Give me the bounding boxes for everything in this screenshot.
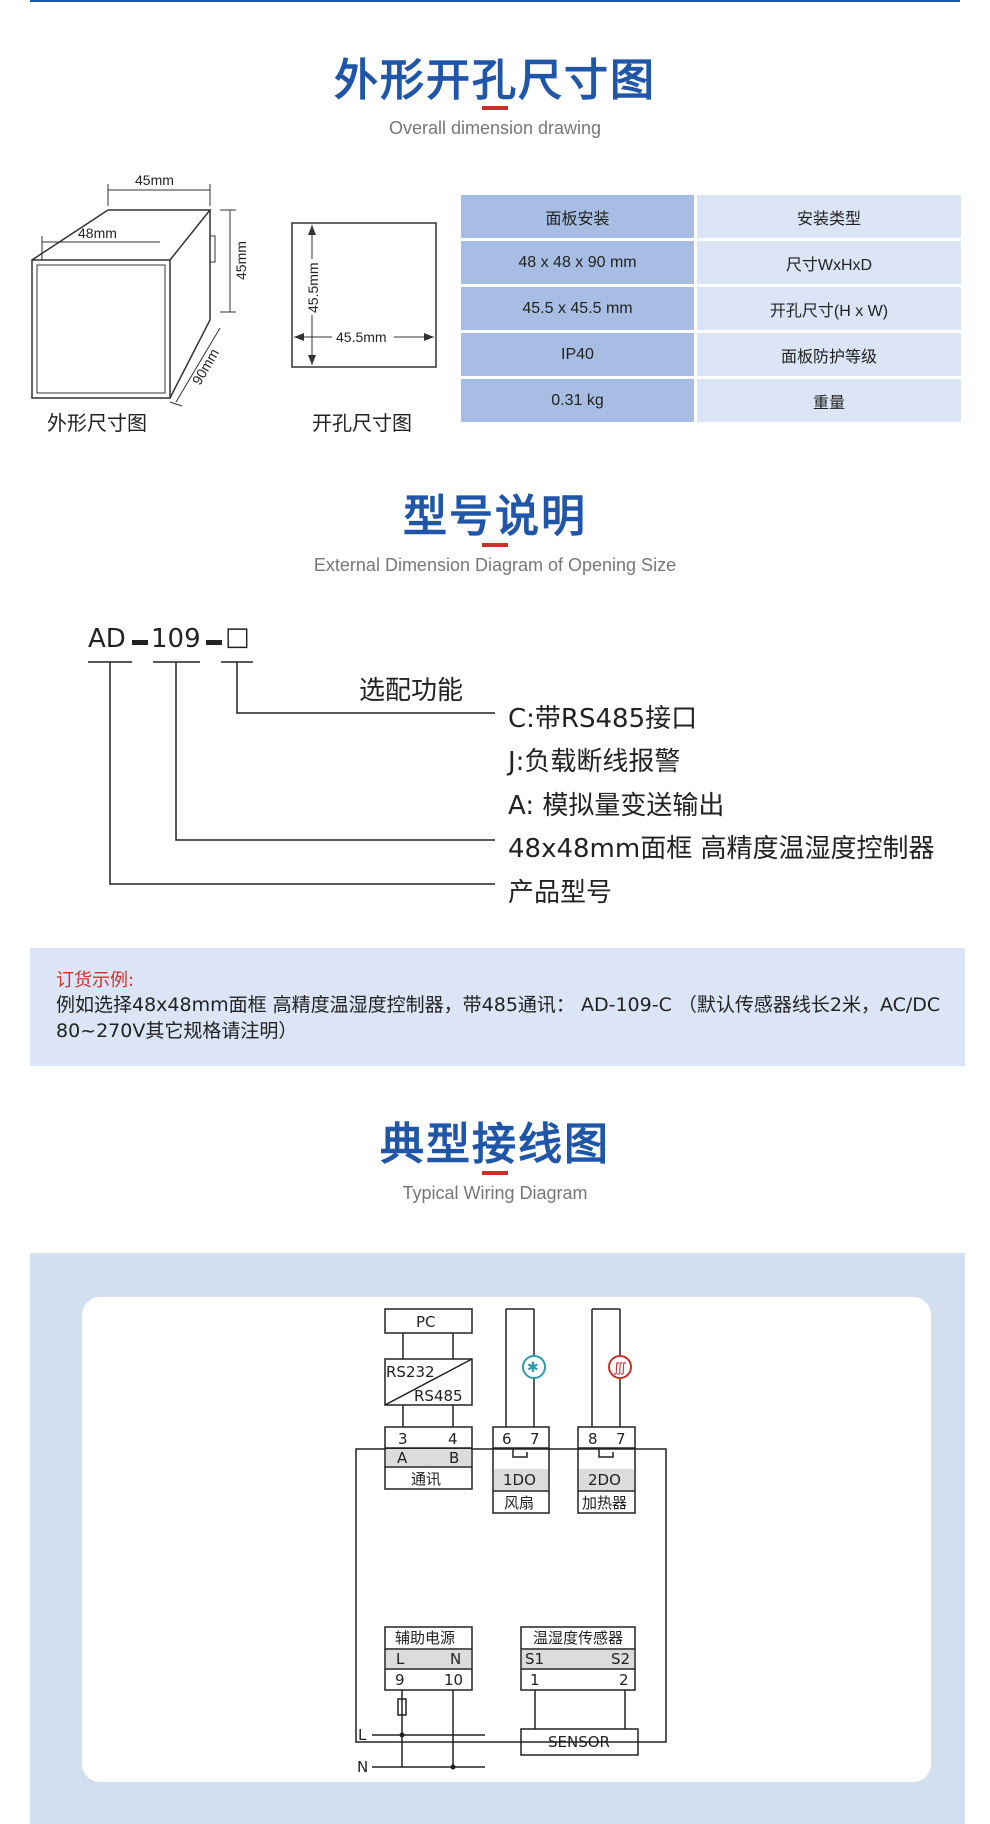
table-row: 面板安装安装类型 (461, 195, 961, 238)
comm-term-4: 4 (448, 1430, 458, 1448)
do1-name: 风扇 (504, 1494, 534, 1512)
do1-label: 1DO (503, 1471, 536, 1489)
th-s1: S1 (525, 1650, 544, 1668)
model-part-ad: AD (88, 624, 126, 654)
model-diagram-lines (88, 640, 495, 885)
rs485-label: RS485 (414, 1387, 463, 1405)
th-term-2: 2 (619, 1671, 629, 1689)
top-divider (30, 0, 960, 2)
comm-a: A (397, 1449, 408, 1467)
dim-top-label: 45mm (135, 172, 174, 188)
do2-term-7: 7 (616, 1430, 626, 1448)
do2-label: 2DO (588, 1471, 621, 1489)
aux-n: N (450, 1650, 461, 1668)
section-subtitle-wiring: Typical Wiring Diagram (402, 1183, 588, 1203)
model-part-109: 109 (151, 624, 201, 654)
cutout-caption: 开孔尺寸图 (312, 411, 412, 435)
title-accent-bar (482, 106, 508, 110)
aux-term-9: 9 (395, 1671, 405, 1689)
do2-term-8: 8 (588, 1430, 598, 1448)
section-subtitle-model: External Dimension Diagram of Opening Si… (313, 555, 677, 575)
cutout-dim-horizontal: 45.5mm (336, 329, 387, 345)
outline-dimension-drawing: 45mm 48mm 45mm 90mm (31, 172, 249, 407)
cutout-dim-vertical: 45.5mm (305, 262, 321, 313)
sensor-label: SENSOR (548, 1733, 610, 1751)
th-term-1: 1 (530, 1671, 540, 1689)
fan-icon: ✱ (522, 1355, 546, 1379)
comm-label: 通讯 (411, 1470, 441, 1488)
section-title-model: 型号说明 (403, 491, 587, 542)
option-c: C:带RS485接口 (508, 704, 698, 734)
comm-term-3: 3 (398, 1430, 408, 1448)
cutout-dimension-drawing: 45.5mm 45.5mm (291, 222, 437, 368)
heater-icon: ∭ (608, 1355, 632, 1379)
aux-label: 辅助电源 (395, 1629, 455, 1647)
outline-caption: 外形尺寸图 (47, 411, 147, 435)
order-example-box: 订货示例: 例如选择48x48mm面框 高精度温湿度控制器，带485通讯： AD… (30, 948, 965, 1066)
line-n-label: N (357, 1758, 368, 1776)
th-s2: S2 (611, 1650, 630, 1668)
title-accent-bar (482, 1171, 508, 1175)
model-part-option: □ (225, 622, 250, 652)
aux-l: L (396, 1650, 405, 1668)
title-accent-bar (482, 543, 508, 547)
do1-term-7: 7 (530, 1430, 540, 1448)
comm-b: B (449, 1449, 459, 1467)
order-example-title: 订货示例: (56, 970, 135, 991)
svg-text:✱: ✱ (527, 1360, 539, 1376)
frame-description: 48x48mm面框 高精度温湿度控制器 (508, 834, 935, 864)
th-label: 温湿度传感器 (533, 1629, 623, 1647)
svg-text:∭: ∭ (613, 1361, 627, 1376)
product-type: 产品型号 (508, 878, 613, 908)
wiring-diagram: ✱ ∭ PC RS232 RS485 3 4 A B 通讯 6 7 1DO 风扇… (355, 1308, 667, 1776)
option-header: 选配功能 (359, 676, 464, 706)
line-l-label: L (358, 1726, 367, 1744)
pc-label: PC (416, 1313, 436, 1331)
section-title-dimension: 外形开孔尺寸图 (334, 55, 656, 106)
dim-side-label: 45mm (233, 241, 249, 280)
section-title-wiring: 典型接线图 (380, 1119, 610, 1170)
dim-front-label: 48mm (78, 225, 117, 241)
option-a: A: 模拟量变送输出 (508, 791, 725, 821)
rs232-label: RS232 (386, 1363, 435, 1381)
aux-term-10: 10 (444, 1671, 463, 1689)
section-subtitle-dimension: Overall dimension drawing (388, 118, 602, 138)
do1-term-6: 6 (502, 1430, 512, 1448)
option-j: J:负载断线报警 (508, 747, 681, 777)
order-example-body: 例如选择48x48mm面框 高精度温湿度控制器，带485通讯： AD-109-C… (56, 994, 941, 1042)
do2-name: 加热器 (582, 1494, 627, 1512)
